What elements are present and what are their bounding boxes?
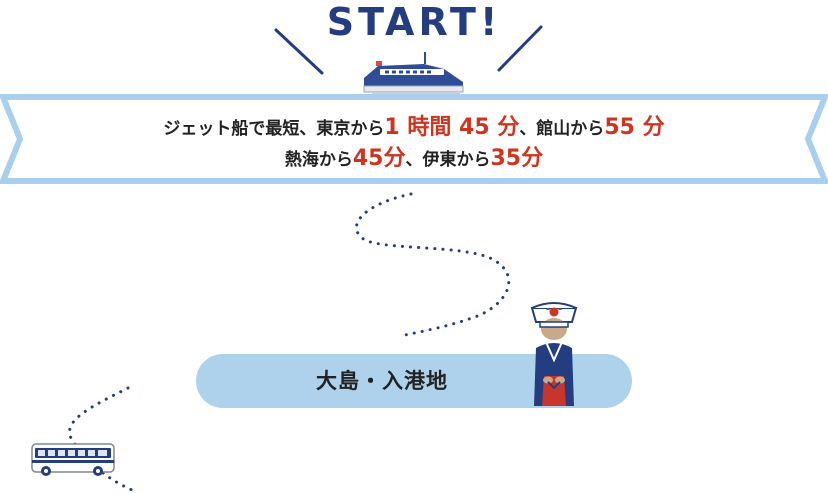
bus-route-dotted-path xyxy=(68,386,134,492)
tokyo-time: 1 時間 45 分 xyxy=(384,115,520,140)
banner-line-2: 熱海から45分、伊東から35分 xyxy=(0,147,828,172)
atami-time: 45分 xyxy=(352,146,406,171)
line2-prefix: 熱海から xyxy=(284,150,353,170)
title-burst-right-line xyxy=(497,25,543,72)
arrival-label: 大島・入港地 xyxy=(316,369,448,393)
tateyama-time: 55 分 xyxy=(604,115,665,140)
jetfoil-ship-icon xyxy=(363,52,464,95)
bus-icon xyxy=(31,443,115,476)
start-title: START! xyxy=(326,0,502,44)
anko-woman-icon xyxy=(530,302,578,406)
route-dotted-path xyxy=(354,192,511,338)
ito-time: 35分 xyxy=(490,146,544,171)
line2-middle: 、伊東から xyxy=(405,150,491,170)
line1-middle: 、館山から xyxy=(519,119,605,139)
line1-prefix: ジェット船で最短、東京から xyxy=(163,119,385,139)
banner-line-1: ジェット船で最短、東京から1 時間 45 分、館山から55 分 xyxy=(0,116,828,141)
title-burst-left-line xyxy=(274,28,324,75)
banner-ribbon xyxy=(0,94,828,184)
